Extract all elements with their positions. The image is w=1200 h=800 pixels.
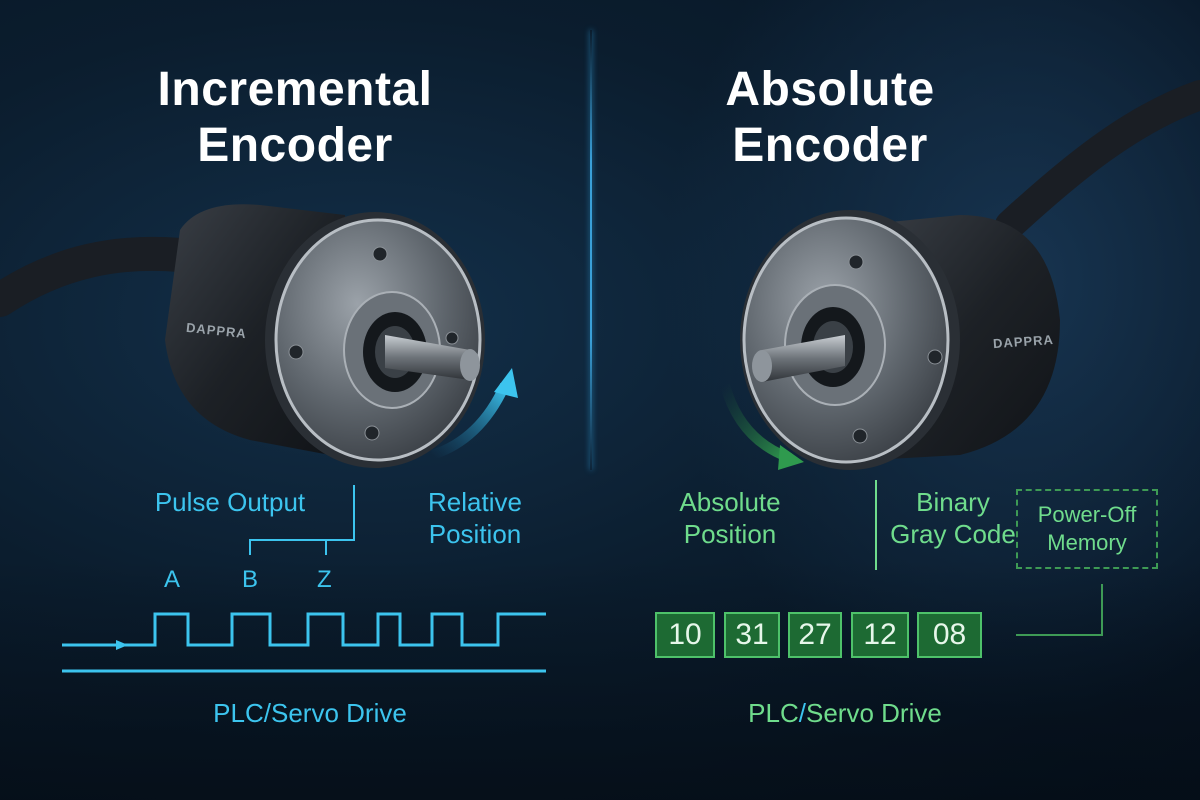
power-off-memory-box: Power-Off Memory: [1016, 489, 1158, 569]
separator: /: [798, 698, 806, 728]
absolute-position-label: Absolute Position: [660, 486, 800, 550]
label-line: Binary: [916, 487, 990, 517]
label-line: Absolute: [679, 487, 781, 517]
background-shade: [0, 560, 1200, 800]
channel-z-label: Z: [317, 566, 332, 593]
plc-text: PLC: [748, 698, 799, 728]
panel-divider: [590, 30, 592, 470]
label-line: Position: [428, 519, 522, 549]
label-line: Position: [683, 519, 777, 549]
pulse-output-label: Pulse Output: [154, 487, 306, 517]
label-line: Gray Code: [890, 519, 1016, 549]
code-value-box: 27: [788, 612, 842, 658]
title-line: Absolute: [725, 63, 935, 116]
plc-servo-drive-label: PLC/Servo Drive: [180, 698, 440, 729]
relative-position-label: Relative Position: [415, 486, 535, 550]
code-value-box: 12: [851, 612, 909, 658]
channel-a-label: A: [164, 566, 181, 593]
plc-text: PLC: [213, 698, 264, 728]
channel-b-label: B: [242, 566, 259, 593]
absolute-encoder-title: Absolute Encoder: [650, 62, 1010, 174]
incremental-encoder-title: Incremental Encoder: [100, 62, 490, 174]
title-line: Incremental: [157, 63, 433, 116]
title-line: Encoder: [197, 119, 393, 172]
code-value-box: 31: [724, 612, 780, 658]
plc-servo-drive-label: PLC/Servo Drive: [715, 698, 975, 729]
label-line: Relative: [428, 487, 522, 517]
label-line: Memory: [1047, 530, 1127, 555]
code-value-box: 08: [917, 612, 982, 658]
servo-drive-text: Servo Drive: [270, 698, 407, 728]
label-line: Power-Off: [1037, 502, 1137, 527]
title-line: Encoder: [732, 119, 928, 172]
servo-drive-text: Servo Drive: [805, 698, 942, 728]
incremental-encoder-image: [165, 204, 485, 468]
separator: /: [263, 698, 271, 728]
absolute-encoder-image: [740, 210, 1060, 470]
code-value-box: 10: [655, 612, 715, 658]
binary-gray-code-label: Binary Gray Code: [885, 486, 1021, 550]
